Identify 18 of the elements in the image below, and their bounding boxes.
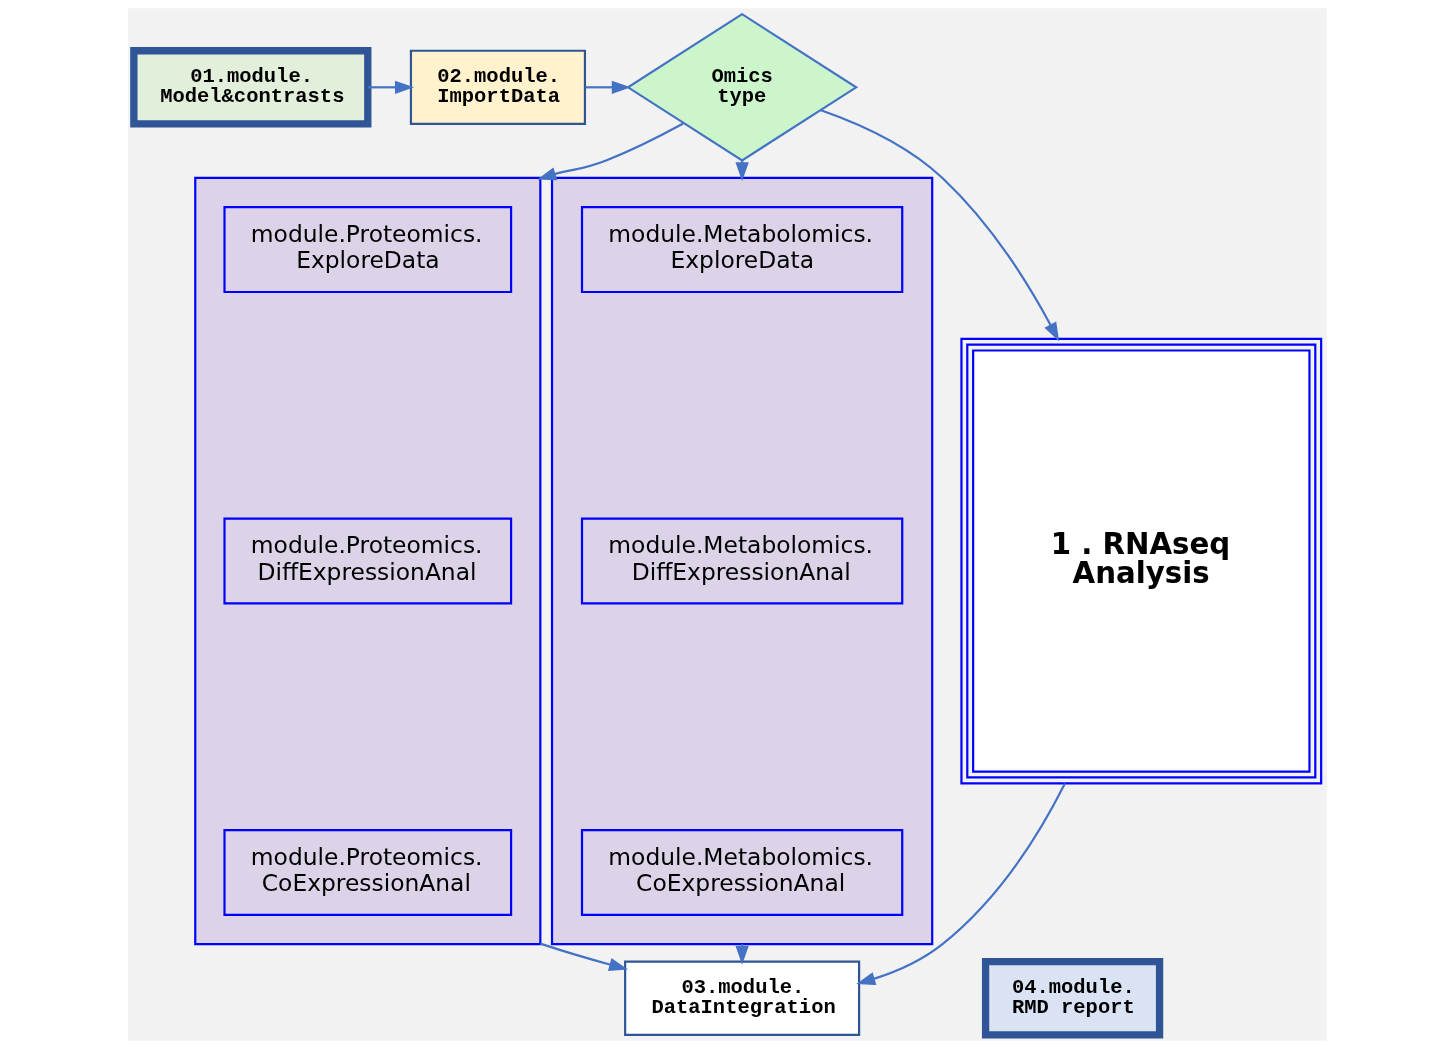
node-box: 04.module. RMD report (981, 958, 1164, 1039)
node-box: module.Proteomics. DiffExpressionAnal (223, 517, 513, 605)
node-box: 02.module. ImportData (409, 49, 587, 125)
arrow (368, 80, 414, 94)
node-box: 1 . RNAseq Analysis (960, 337, 1323, 785)
node-box: module.Metabolomics. CoExpressionAnal (580, 829, 904, 916)
arrow (856, 782, 1066, 986)
node-box: 03.module. DataIntegration (624, 960, 861, 1036)
node-box: module.Proteomics. ExploreData (223, 206, 513, 294)
node-box: module.Metabolomics. ExploreData (580, 206, 904, 294)
node-box: module.Metabolomics. DiffExpressionAnal (580, 517, 904, 605)
arrow (585, 80, 631, 94)
cluster (194, 176, 542, 946)
arrow (537, 122, 684, 181)
node-box: 01.module. Model&contrasts (130, 47, 372, 128)
node-box: module.Proteomics. CoExpressionAnal (223, 829, 513, 916)
arrow (540, 942, 629, 971)
arrow (820, 109, 1060, 342)
